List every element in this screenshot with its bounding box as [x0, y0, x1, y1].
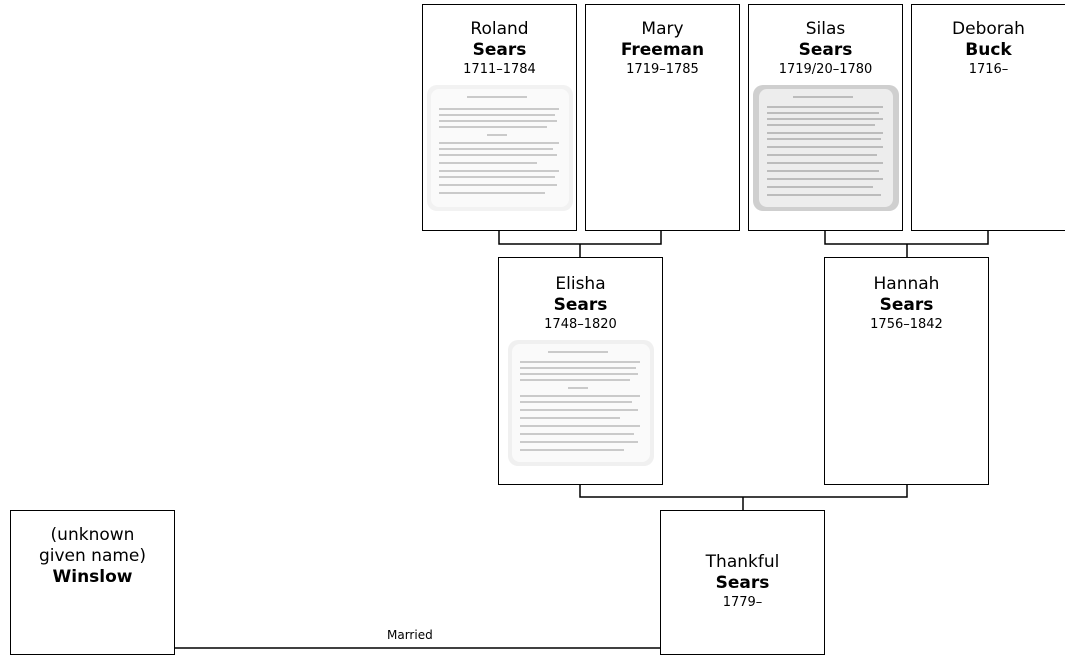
surname: Winslow — [52, 567, 133, 587]
document-thumbnail[interactable] — [426, 85, 573, 211]
document-image-icon — [507, 340, 654, 466]
given-name: Hannah — [873, 274, 940, 294]
life-dates: 1716– — [968, 62, 1009, 77]
given-name: Mary — [641, 19, 684, 39]
surname: Sears — [879, 295, 934, 315]
surname: Sears — [472, 40, 527, 60]
document-image-icon — [426, 85, 573, 211]
surname: Sears — [798, 40, 853, 60]
life-dates: 1719/20–1780 — [778, 62, 873, 77]
life-dates: 1711–1784 — [463, 62, 536, 77]
parents-link-thankful — [579, 485, 908, 498]
surname: Freeman — [620, 40, 705, 60]
person-card-deborah-buck[interactable]: Deborah Buck 1716– — [911, 4, 1065, 231]
document-thumbnail[interactable] — [752, 85, 899, 211]
surname: Sears — [715, 573, 770, 593]
given-name: Silas — [805, 19, 846, 39]
married-label: Married — [387, 628, 433, 642]
person-card-elisha-sears[interactable]: Elisha Sears 1748–1820 — [498, 257, 663, 485]
life-dates: 1748–1820 — [544, 317, 617, 332]
document-thumbnail[interactable] — [507, 340, 654, 466]
life-dates: 1779– — [722, 595, 763, 610]
life-dates: 1756–1842 — [870, 317, 943, 332]
person-card-thankful-sears[interactable]: Thankful Sears 1779– — [660, 510, 825, 655]
person-card-silas-sears[interactable]: Silas Sears 1719/20–1780 — [748, 4, 903, 231]
given-name: Elisha — [555, 274, 606, 294]
given-name: Thankful — [705, 552, 780, 572]
person-card-hannah-sears[interactable]: Hannah Sears 1756–1842 — [824, 257, 989, 485]
surname: Buck — [965, 40, 1012, 60]
person-card-roland-sears[interactable]: Roland Sears 1711–1784 — [422, 4, 577, 231]
person-card-mary-freeman[interactable]: Mary Freeman 1719–1785 — [585, 4, 740, 231]
given-name: Deborah — [952, 19, 1025, 39]
parents-link-elisha — [498, 231, 662, 245]
given-name: Roland — [470, 19, 529, 39]
surname: Sears — [553, 295, 608, 315]
parents-link-hannah — [824, 231, 989, 245]
life-dates: 1719–1785 — [626, 62, 699, 77]
document-image-icon — [752, 85, 899, 211]
given-name: (unknown given name) — [38, 525, 147, 566]
person-card-winslow[interactable]: (unknown given name) Winslow — [10, 510, 175, 655]
